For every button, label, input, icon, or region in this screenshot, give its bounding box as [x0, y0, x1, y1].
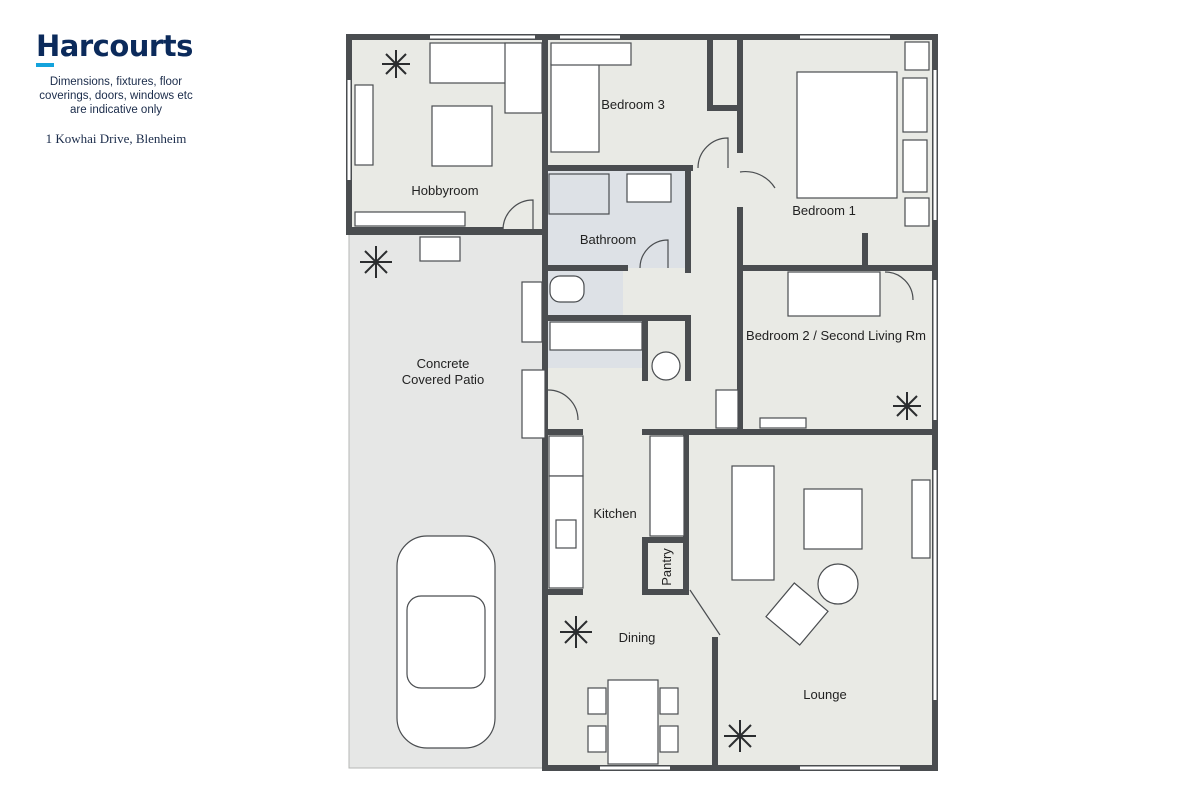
doors — [502, 137, 914, 636]
lounge-armchair — [765, 582, 829, 646]
hobby-bench — [354, 211, 466, 227]
lounge-sofa — [731, 465, 775, 581]
walls — [346, 34, 938, 771]
shower — [548, 173, 610, 215]
plants — [360, 50, 921, 752]
hobby-sofa-chaise — [504, 42, 543, 114]
label-kitchen: Kitchen — [593, 506, 636, 521]
kitchen-island — [649, 435, 685, 537]
lounge-tv-unit — [911, 479, 931, 559]
bath-vanity — [626, 173, 672, 203]
plant-hobbyroom — [382, 50, 410, 78]
dining-chair-3 — [659, 687, 679, 715]
furniture — [354, 41, 931, 765]
harcourts-logo: Harcourts — [36, 29, 193, 63]
label-patio-line1: Concrete — [417, 356, 470, 371]
bed3-desk — [550, 42, 632, 66]
room-labels: Hobbyroom Bedroom 3 Bedroom 1 Bathroom B… — [402, 97, 926, 702]
plant-bedroom2 — [893, 392, 921, 420]
dining-chair-1 — [587, 687, 607, 715]
label-bedroom1: Bedroom 1 — [792, 203, 856, 218]
bed1-cabinet — [904, 41, 930, 71]
hot-water-cylinder — [651, 351, 681, 381]
toilet — [549, 275, 585, 303]
cooktop — [548, 435, 584, 477]
label-pantry: Pantry — [659, 548, 674, 586]
label-dining: Dining — [619, 630, 656, 645]
kitchen-sink — [555, 519, 577, 549]
bed1-bed — [796, 71, 898, 199]
label-bedroom3: Bedroom 3 — [601, 97, 665, 112]
disclaimer-text: Dimensions, fixtures, floor coverings, d… — [39, 76, 193, 116]
dining-chair-4 — [659, 725, 679, 753]
label-bathroom: Bathroom — [580, 232, 636, 247]
label-bedroom2: Bedroom 2 / Second Living Rm — [746, 328, 926, 343]
bed1-cabinet2 — [904, 197, 930, 227]
bed2-sofa — [787, 271, 881, 317]
hobby-shelf — [354, 84, 374, 166]
dining-table — [607, 679, 659, 765]
label-lounge: Lounge — [803, 687, 846, 702]
logo-accent-bar — [36, 63, 54, 67]
windows — [347, 35, 937, 770]
bed2-chair — [715, 389, 739, 429]
dining-chair-2 — [587, 725, 607, 753]
bed1-side1 — [902, 77, 928, 133]
bed1-side2 — [902, 139, 928, 193]
heater — [521, 281, 543, 343]
hobby-table — [431, 105, 493, 167]
lounge-coffee-table — [803, 488, 863, 550]
property-address: 1 Kowhai Drive, Blenheim — [45, 131, 187, 146]
car-windscreen — [406, 595, 486, 689]
plant-patio — [360, 246, 392, 278]
laundry-bench — [549, 321, 643, 351]
bed2-bench — [759, 417, 807, 429]
bed3-bed — [550, 63, 600, 153]
patio-table — [419, 236, 461, 262]
lounge-round-table — [817, 563, 859, 605]
label-hobbyroom: Hobbyroom — [411, 183, 478, 198]
label-patio-line2: Covered Patio — [402, 372, 484, 387]
plant-dining — [560, 616, 592, 648]
plant-lounge — [724, 720, 756, 752]
brand-block: Harcourts Dimensions, fixtures, floor co… — [36, 30, 196, 147]
